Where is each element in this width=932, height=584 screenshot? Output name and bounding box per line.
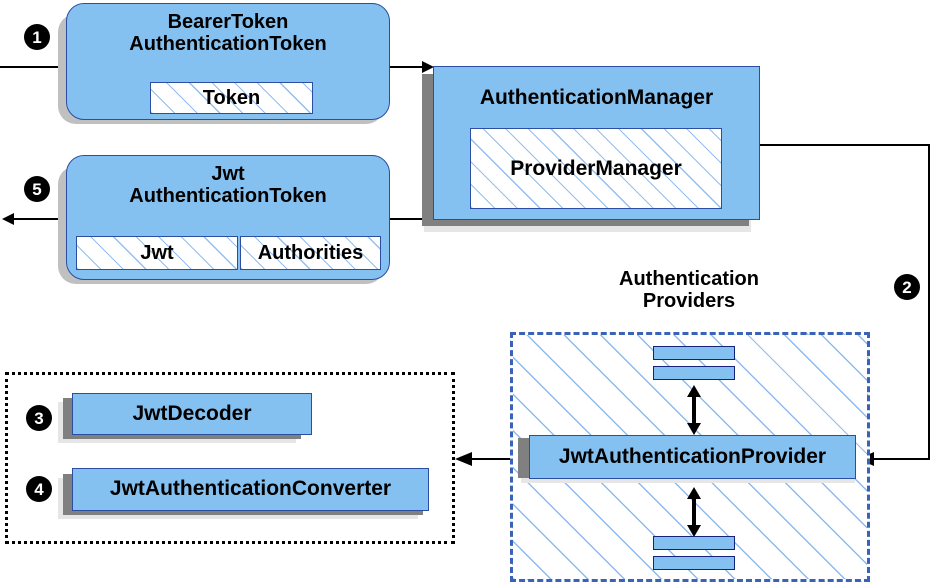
jwt-authentication-token-title: Jwt AuthenticationToken	[129, 163, 327, 207]
jwt-decoder-label: JwtDecoder	[132, 402, 252, 425]
connector-manager-right-segment	[759, 144, 930, 146]
jwt-authentication-converter-label: JwtAuthenticationConverter	[109, 477, 392, 500]
support-components-group	[5, 372, 455, 544]
connector-manager-to-jwt-token	[384, 218, 434, 220]
jwt-authentication-provider-box[interactable]: JwtAuthenticationProvider	[529, 435, 856, 479]
provider-placeholder-bar	[653, 346, 735, 360]
bearer-token-field-label: Token	[202, 86, 261, 109]
connector-provider-chain-bottom	[681, 487, 707, 537]
provider-placeholder-bar	[653, 536, 735, 550]
jwt-token-field-jwt: Jwt	[76, 236, 238, 270]
bearer-token-card[interactable]: BearerToken AuthenticationToken Token	[66, 3, 390, 120]
jwt-token-field-jwt-label: Jwt	[140, 241, 174, 264]
connector-token-to-manager	[388, 58, 436, 76]
bearer-token-field: Token	[150, 82, 313, 114]
providers-group-heading: Authentication Providers	[619, 268, 759, 312]
jwt-token-field-authorities: Authorities	[240, 236, 381, 270]
authentication-manager-box[interactable]: AuthenticationManager ProviderManager	[433, 66, 760, 220]
step-marker-4: 4	[26, 476, 52, 502]
provider-placeholder-bar	[653, 556, 735, 570]
connector-right-vertical-segment	[928, 144, 930, 459]
connector-inbound-request	[0, 66, 70, 68]
provider-placeholder-bottom	[653, 536, 735, 570]
provider-manager-field: ProviderManager	[470, 128, 722, 209]
step-marker-5: 5	[24, 176, 50, 202]
step-marker-3: 3	[26, 405, 52, 431]
step-marker-2: 2	[894, 274, 920, 300]
jwt-authentication-provider-label: JwtAuthenticationProvider	[558, 445, 827, 468]
provider-placeholder-bar	[653, 366, 735, 380]
provider-placeholder-top	[653, 346, 735, 380]
step-marker-1: 1	[24, 24, 50, 50]
jwt-authentication-token-card[interactable]: Jwt AuthenticationToken Jwt Authorities	[66, 155, 390, 280]
jwt-authentication-converter-box[interactable]: JwtAuthenticationConverter	[72, 468, 429, 511]
provider-manager-label: ProviderManager	[510, 156, 682, 180]
connector-provider-chain-top	[681, 385, 707, 435]
authentication-manager-title: AuthenticationManager	[479, 86, 714, 109]
jwt-token-field-authorities-label: Authorities	[257, 241, 364, 264]
jwt-decoder-box[interactable]: JwtDecoder	[72, 393, 312, 435]
bearer-token-title: BearerToken AuthenticationToken	[129, 11, 327, 55]
